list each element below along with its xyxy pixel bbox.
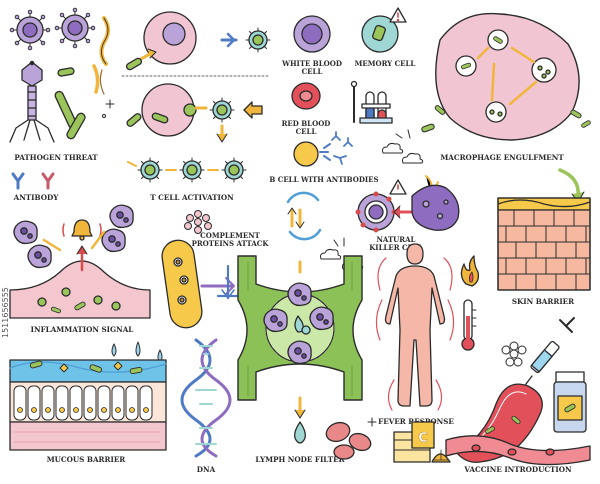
- bacteria-icon: [161, 239, 240, 329]
- lymph-node-icon: [237, 255, 363, 444]
- red-blood-cell-icon: [325, 417, 377, 460]
- t-cell-icon: [127, 157, 247, 183]
- label-b-cell-with-antibodies: B CELL WITH ANTIBODIES: [269, 175, 378, 184]
- label-complement-line: COMPLEMENT: [200, 231, 260, 240]
- test-tubes-icon: [350, 80, 393, 124]
- vitamin-c-letter: C: [418, 431, 428, 446]
- cycle-arrows-icon: [286, 191, 322, 241]
- cloud-icon: [319, 237, 364, 270]
- skin-layer-icon: [497, 168, 591, 291]
- virus-icon: [9, 9, 51, 51]
- label-inflammation-signal: INFLAMMATION SIGNAL: [31, 325, 134, 334]
- bacteria-icon: [54, 66, 86, 140]
- label-red-blood-cell-line: CELL: [296, 127, 317, 136]
- label-macrophage-engulfment: MACROPHAGE ENGULFMENT: [440, 153, 564, 162]
- bacteriophage-icon: [9, 60, 55, 143]
- label-antibody: ANTIBODY: [13, 193, 60, 202]
- label-memory-cell: MEMORY CELL: [355, 59, 416, 68]
- white-blood-cell-icon: [293, 15, 331, 53]
- label-white-blood-cell-line: WHITE BLOOD: [281, 59, 342, 68]
- memory-cell-icon: [361, 15, 399, 53]
- dna-helix-icon: [180, 338, 232, 458]
- human-body-icon: [375, 243, 455, 411]
- white-blood-cell-icon: [124, 11, 197, 72]
- label-lymph-node-filter: LYMPH NODE FILTER: [255, 455, 345, 464]
- purple-cell-icon: [13, 204, 134, 269]
- label-t-cell-activation: T CELL ACTIVATION: [150, 193, 234, 202]
- warning-icon: [389, 7, 407, 23]
- vitamin-c-box-icon: C: [393, 421, 451, 463]
- label-dna: DNA: [197, 465, 216, 474]
- virus-icon: [54, 7, 96, 49]
- bell-icon: [62, 219, 102, 241]
- macrophage-icon: [420, 12, 592, 141]
- label-red-blood-cell-line: RED BLOOD: [282, 119, 331, 128]
- label-natural-killer-cell-line: KILLER CELL: [369, 243, 423, 252]
- complement-protein-icon: [184, 210, 212, 234]
- flame-icon: [460, 255, 480, 287]
- thermometer-icon: [461, 299, 477, 351]
- label-mucous-barrier: MUCOUS BARRIER: [47, 455, 127, 464]
- white-blood-cell-icon: [125, 83, 208, 137]
- label-pathogen-threat: PATHOGEN THREAT: [14, 153, 98, 162]
- label-white-blood-cell-line: CELL: [302, 67, 323, 76]
- label-complement-line: PROTEINS ATTACK: [192, 239, 270, 248]
- label-skin-barrier: SKIN BARRIER: [512, 297, 575, 306]
- bacteria-icon: [92, 16, 110, 95]
- red-blood-cell-icon: [291, 82, 321, 110]
- cloud-icon: [381, 129, 424, 164]
- sparkle-icon: [102, 99, 115, 118]
- blood-vessel-icon: [445, 383, 591, 466]
- label-natural-killer-cell-line: NATURAL: [377, 235, 416, 244]
- b-cell-icon: [293, 131, 353, 167]
- inflammation-tissue-icon: [9, 245, 151, 319]
- label-vaccine-introduction: VACCINE INTRODUCTION: [463, 465, 572, 474]
- complement-protein-icon: [501, 341, 527, 367]
- antibody-icon: [11, 172, 55, 190]
- vial-icon: [553, 371, 587, 433]
- t-cell-icon: [209, 97, 263, 143]
- natural-killer-cell-icon: [355, 175, 460, 233]
- watermark-text: 1511656555: [1, 287, 10, 338]
- mucous-layer-icon: [9, 341, 167, 451]
- t-cell-icon: [220, 27, 271, 53]
